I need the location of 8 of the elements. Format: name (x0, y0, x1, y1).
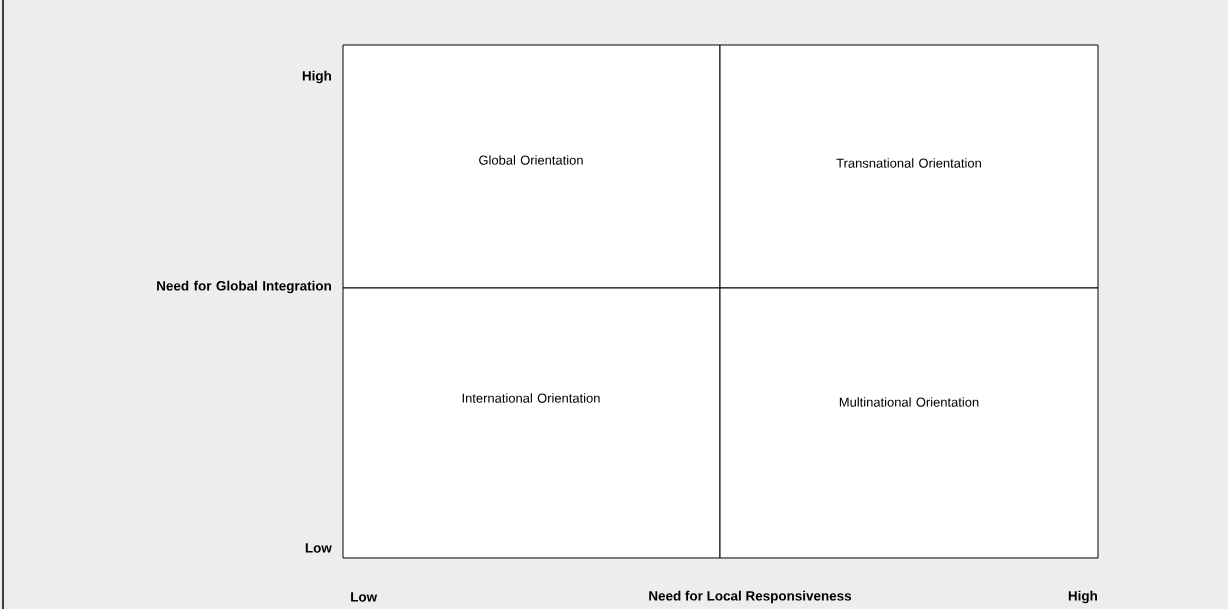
axis-label: Need for Global Integration (157, 280, 331, 294)
quadrant-cell: Global Orientation (342, 44, 721, 289)
quadrant-cell: Transnational Orientation (719, 44, 1099, 289)
axis-label: High (1068, 590, 1097, 604)
quadrant-cell: Multinational Orientation (719, 287, 1099, 559)
quadrant-cell: International Orientation (342, 287, 721, 559)
axis-label: Low (351, 592, 378, 602)
axis-label: Need for Local Responsiveness (649, 590, 852, 604)
